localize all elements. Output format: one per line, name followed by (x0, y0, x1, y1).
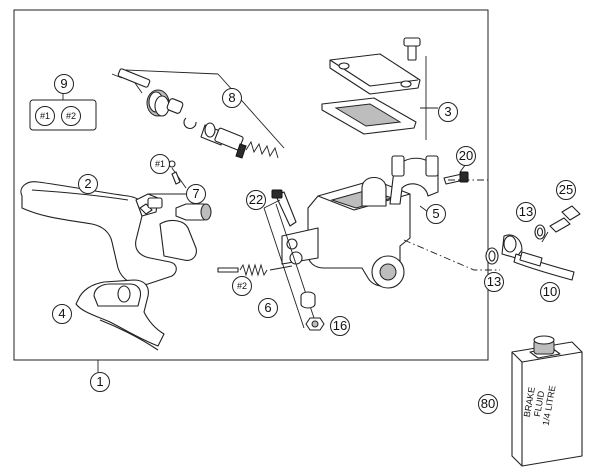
callout-8[interactable]: 8 (222, 88, 242, 108)
callout-80[interactable]: 80 (478, 394, 498, 414)
callout-hash2-spring[interactable]: #2 (232, 276, 252, 296)
callout-6[interactable]: 6 (258, 298, 278, 318)
lever-adjuster-part-7 (139, 160, 212, 261)
bushing-part-6 (300, 291, 316, 309)
callout-4[interactable]: 4 (52, 304, 72, 324)
reservoir-cover-part-3 (321, 37, 438, 140)
callout-hash1-adjuster[interactable]: #1 (150, 154, 170, 174)
bottle-label: BRAKE FLUID 1/4 LITRE (520, 374, 585, 439)
callout-9[interactable]: 9 (54, 74, 74, 94)
callout-9-hash2[interactable]: #2 (61, 106, 81, 126)
lever-cover-part-4 (75, 279, 165, 351)
assembly-frame (13, 9, 489, 361)
brake-fluid-bottle-part-80 (511, 335, 583, 467)
callout-1[interactable]: 1 (90, 372, 110, 392)
handlebar-clamp-part-5 (389, 155, 439, 213)
callout-5[interactable]: 5 (426, 204, 446, 224)
callout-3[interactable]: 3 (438, 102, 458, 122)
callout-22[interactable]: 22 (246, 190, 266, 210)
brake-hose-part-10 (485, 205, 581, 281)
clamp-screw-part-20 (443, 163, 469, 185)
callout-13-upper[interactable]: 13 (516, 202, 536, 222)
kit-group-9 (29, 93, 97, 131)
callout-20[interactable]: 20 (456, 146, 476, 166)
callout-7[interactable]: 7 (186, 184, 206, 204)
callout-16[interactable]: 16 (330, 316, 350, 336)
callout-25[interactable]: 25 (556, 180, 576, 200)
callout-13-lower[interactable]: 13 (484, 272, 504, 292)
piston-assembly-part-8 (111, 68, 285, 159)
spring-kit-2 (217, 263, 293, 277)
callout-2[interactable]: 2 (78, 174, 98, 194)
nut-part-16 (305, 317, 325, 331)
assembly-axis-line (403, 239, 500, 271)
brake-lever-part-2 (20, 181, 177, 286)
callout-10[interactable]: 10 (540, 282, 560, 302)
callout-9-hash1[interactable]: #1 (35, 106, 55, 126)
pivot-screw-part-22 (263, 189, 319, 331)
